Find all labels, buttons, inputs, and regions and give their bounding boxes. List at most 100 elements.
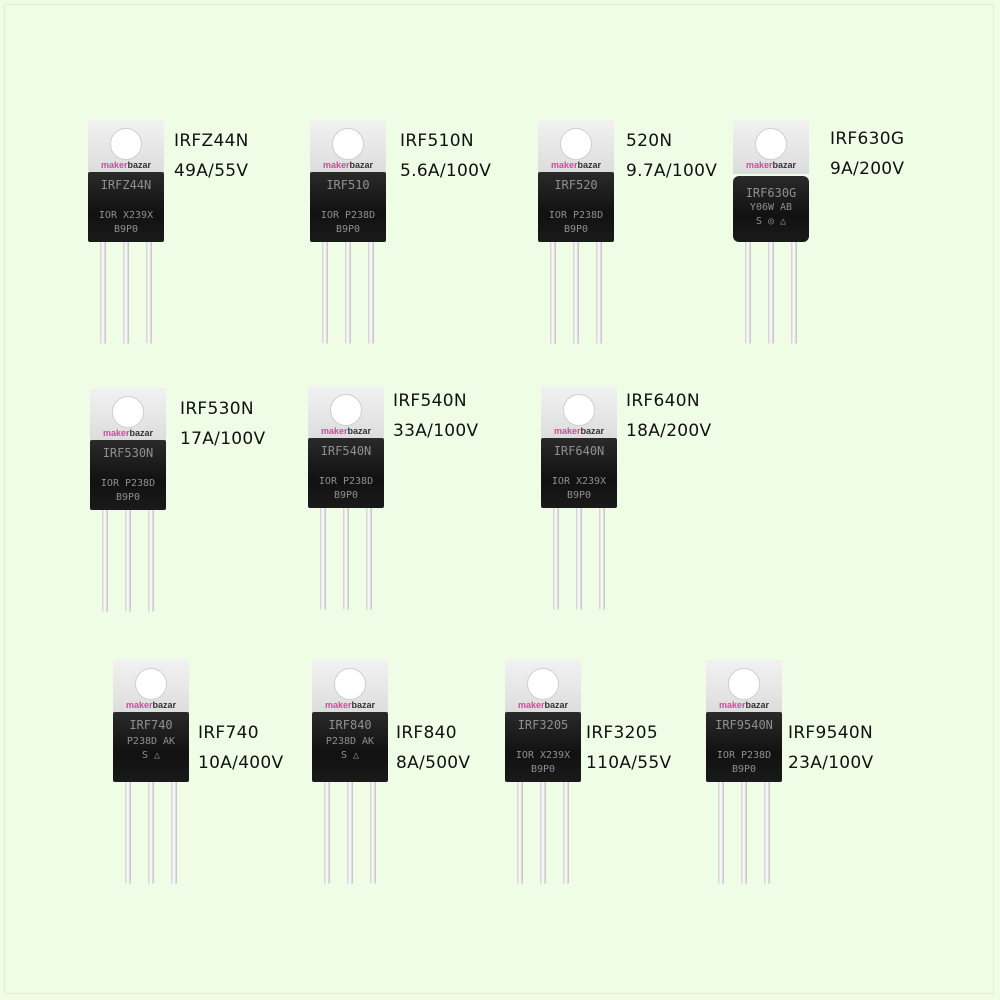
transistor-irf840: makerbazar IRF840 P238D AK S △	[312, 660, 388, 890]
mounting-hole	[332, 128, 364, 160]
logo-marking: S △	[141, 750, 161, 761]
transistor-body: IRF540N IOR P238D B9P0	[308, 438, 384, 508]
transistor-body: IRF740 P238D AK S △	[113, 712, 189, 782]
logo-marking: IOR P238D	[318, 476, 374, 487]
part-marking: IRF510	[326, 178, 370, 192]
transistor-body: IRF9540N IOR P238D B9P0	[706, 712, 782, 782]
lead-source	[171, 782, 177, 884]
lead-drain	[741, 782, 747, 884]
part-marking: IRF3205	[517, 718, 569, 732]
part-marking: IRF740	[129, 718, 173, 732]
part-marking: IRF530N	[102, 446, 154, 460]
transistor-irf3205: makerbazar IRF3205 IOR X239X B9P0	[505, 660, 581, 890]
transistor-body: IRF510 IOR P238D B9P0	[310, 172, 386, 242]
transistor-irf520n: makerbazar IRF520 IOR P238D B9P0	[538, 120, 614, 350]
lead-source	[791, 242, 797, 344]
transistor-irf9540n: makerbazar IRF9540N IOR P238D B9P0	[706, 660, 782, 890]
heatsink-tab	[312, 660, 388, 714]
brand-watermark: makerbazar	[745, 160, 797, 170]
brand-watermark: makerbazar	[100, 160, 152, 170]
lead-source	[596, 242, 602, 344]
part-label: IRF540N 33A/100V	[393, 386, 478, 446]
part-name: IRF640N	[626, 391, 700, 411]
part-rating: 17A/100V	[180, 429, 266, 449]
lead-gate	[320, 508, 326, 610]
transistor-body: IRF840 P238D AK S △	[312, 712, 388, 782]
brand-watermark: makerbazar	[320, 426, 372, 436]
mounting-hole	[560, 128, 592, 160]
part-marking: IRF540N	[320, 444, 372, 458]
brand-watermark: makerbazar	[550, 160, 602, 170]
lead-gate	[553, 508, 559, 610]
brand-watermark: makerbazar	[517, 700, 569, 710]
heatsink-tab	[706, 660, 782, 714]
heatsink-tab	[90, 388, 166, 442]
lead-source	[146, 242, 152, 344]
part-name: 520N	[626, 131, 673, 151]
mounting-hole	[110, 128, 142, 160]
lead-source	[563, 782, 569, 884]
transistor-body: IRF530N IOR P238D B9P0	[90, 440, 166, 510]
lead-source	[599, 508, 605, 610]
lot-marking: B9P0	[530, 764, 556, 775]
lot-marking: B9P0	[335, 224, 361, 235]
lead-gate	[718, 782, 724, 884]
part-name: IRF510N	[400, 131, 474, 151]
part-rating: 5.6A/100V	[400, 161, 492, 181]
lead-drain	[343, 508, 349, 610]
logo-marking: IOR X239X	[551, 476, 607, 487]
mounting-hole	[563, 394, 595, 426]
lead-gate	[745, 242, 751, 344]
part-rating: 9.7A/100V	[626, 161, 718, 181]
brand-watermark: makerbazar	[102, 428, 154, 438]
lot-marking: B9P0	[566, 490, 592, 501]
lead-drain	[345, 242, 351, 344]
part-label: IRF510N 5.6A/100V	[400, 126, 491, 186]
part-rating: 8A/500V	[396, 753, 471, 773]
lot-marking: B9P0	[563, 224, 589, 235]
mounting-hole	[112, 396, 144, 428]
part-rating: 9A/200V	[830, 159, 905, 179]
part-name: IRF9540N	[788, 723, 873, 743]
part-rating: 18A/200V	[626, 421, 712, 441]
part-label: IRF3205 110A/55V	[586, 718, 671, 778]
lead-source	[368, 242, 374, 344]
date-marking: P238D AK	[325, 736, 375, 747]
part-name: IRF630G	[830, 129, 905, 149]
lead-source	[764, 782, 770, 884]
part-label: IRF530N 17A/100V	[180, 394, 265, 454]
part-marking: IRF630G	[745, 186, 797, 200]
lead-drain	[123, 242, 129, 344]
lead-drain	[768, 242, 774, 344]
transistor-body: IRF3205 IOR X239X B9P0	[505, 712, 581, 782]
part-rating: 23A/100V	[788, 753, 874, 773]
part-label: IRF630G 9A/200V	[830, 124, 904, 184]
logo-marking: S ◎ △	[755, 216, 787, 227]
brand-watermark: makerbazar	[322, 160, 374, 170]
part-label: 520N 9.7A/100V	[626, 126, 717, 186]
part-marking: IRF840	[328, 718, 372, 732]
transistor-irf510n: makerbazar IRF510 IOR P238D B9P0	[310, 120, 386, 350]
transistor-body: IRFZ44N IOR X239X B9P0	[88, 172, 164, 242]
mounting-hole	[334, 668, 366, 700]
logo-marking: IOR X239X	[98, 210, 154, 221]
part-name: IRF530N	[180, 399, 254, 419]
part-label: IRF840 8A/500V	[396, 718, 470, 778]
brand-watermark: makerbazar	[324, 700, 376, 710]
mounting-hole	[527, 668, 559, 700]
part-name: IRFZ44N	[174, 131, 249, 151]
part-marking: IRFZ44N	[100, 178, 152, 192]
mounting-hole	[755, 128, 787, 160]
logo-marking: S △	[340, 750, 360, 761]
lead-gate	[517, 782, 523, 884]
part-name: IRF540N	[393, 391, 467, 411]
brand-watermark: makerbazar	[718, 700, 770, 710]
lead-gate	[100, 242, 106, 344]
part-marking: IRF640N	[553, 444, 605, 458]
logo-marking: IOR X239X	[515, 750, 571, 761]
lead-source	[366, 508, 372, 610]
logo-marking: IOR P238D	[548, 210, 604, 221]
lead-gate	[322, 242, 328, 344]
logo-marking: IOR P238D	[320, 210, 376, 221]
part-marking: IRF520	[554, 178, 598, 192]
